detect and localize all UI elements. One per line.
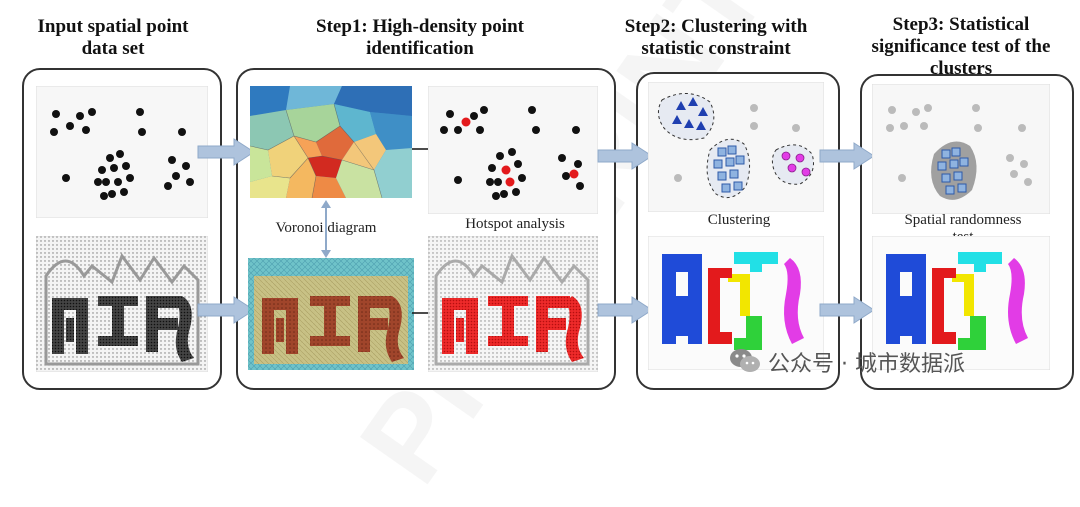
input-stipple-plot [36,236,208,372]
randomness-scatter-plot [872,84,1050,214]
voronoi-link-arrow [321,200,331,258]
title-step3: Step3: Statistical significance test of … [871,14,1051,79]
arrow-step2-to-step3-bottom [819,296,875,324]
caption-hotspot: Hotspot analysis [465,216,565,232]
randomness-letters-plot [872,236,1050,370]
title-input: Input spatial point data set [37,16,189,59]
arrow-step1-to-step2-top [597,142,653,170]
arrow-step1-to-step2-bottom [597,296,653,324]
hotspot-scatter-plot [428,86,598,214]
clustering-scatter-plot [648,82,824,212]
voronoi-diagram [250,86,412,198]
voronoi-letters-plot [248,258,414,370]
clustering-letters-plot [648,236,824,370]
arrow-input-to-voronoi [197,138,255,166]
title-step2: Step2: Clustering with statistic constra… [624,16,808,59]
wechat-icon [730,349,760,372]
caption-clustering: Clustering [707,212,771,228]
input-scatter-plot [36,86,208,218]
title-step1: Step1: High-density point identification [316,16,524,59]
arrow-step2-to-step3-top [819,142,875,170]
arrow-input-to-stipple [197,296,255,324]
hotspot-letters-plot [428,236,598,372]
watermark-text: 公众号 · 城市数据派 [768,352,965,377]
